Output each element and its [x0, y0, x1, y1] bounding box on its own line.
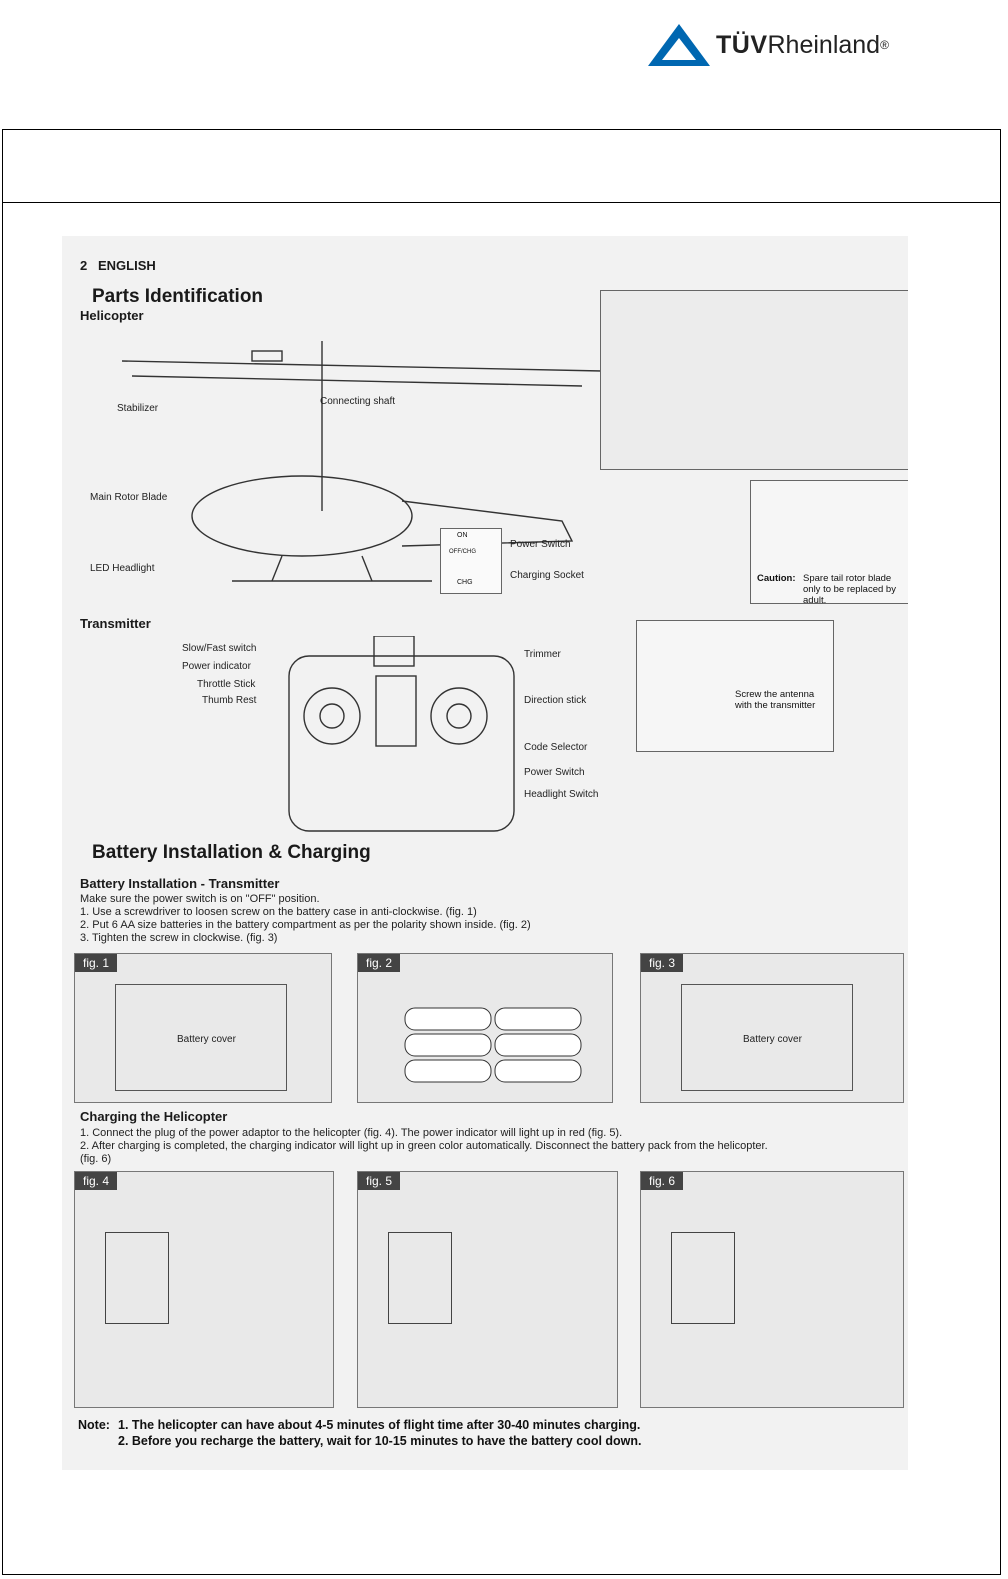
helicopter-heading: Helicopter	[80, 308, 144, 323]
label-thumb-rest: Thumb Rest	[202, 695, 257, 706]
install-heading: Battery Installation - Transmitter	[80, 876, 280, 891]
switch-off-label: OFF/CHG	[449, 549, 476, 555]
power-adaptor-shape	[671, 1232, 735, 1324]
battery-cover-shape	[115, 984, 287, 1091]
label-main-rotor: Main Rotor Blade	[90, 492, 168, 503]
install-step: Make sure the power switch is on "OFF" p…	[80, 893, 320, 905]
label-headlight-switch: Headlight Switch	[524, 789, 599, 800]
label-trimmer: Trimmer	[524, 649, 561, 660]
helicopter-diagram	[121, 341, 603, 582]
frame-header-cell	[3, 130, 1000, 203]
install-step: 3. Tighten the screw in clockwise. (fig.…	[80, 932, 278, 944]
logo-tuv: TÜV	[716, 30, 768, 59]
figure-1: fig. 1 Battery cover	[74, 953, 332, 1103]
manual-scan: 2 ENGLISH Parts Identification Helicopte…	[62, 236, 908, 1470]
label-power-indicator: Power indicator	[182, 661, 251, 672]
charging-step: 2. After charging is completed, the char…	[80, 1140, 768, 1152]
label-throttle: Throttle Stick	[197, 679, 256, 690]
note-label: Note:	[78, 1418, 110, 1432]
rotor-head-inset	[600, 290, 908, 470]
document-frame	[2, 129, 1001, 1575]
charging-steps: 1. Connect the plug of the power adaptor…	[80, 1127, 768, 1166]
label-power-switch-tx: Power Switch	[524, 767, 585, 778]
parts-title: Parts Identification	[92, 286, 264, 307]
tail-rotor-inset: Caution: Spare tail rotor blade only to …	[750, 480, 908, 606]
note-item-2: 2. Before you recharge the battery, wait…	[118, 1434, 642, 1448]
fig-1-tag: fig. 1	[75, 954, 118, 972]
label-led-headlight: LED Headlight	[90, 563, 155, 574]
switch-inset: ON OFF/CHG CHG	[440, 528, 502, 594]
label-stabilizer: Stabilizer	[117, 403, 159, 414]
battery-cover-label: Battery cover	[177, 1034, 236, 1045]
figure-2: fig. 2	[357, 953, 613, 1103]
label-slow-fast: Slow/Fast switch	[182, 643, 257, 654]
tuv-triangle-icon	[648, 24, 710, 66]
battery-title: Battery Installation & Charging	[92, 842, 371, 863]
charging-heading: Charging the Helicopter	[80, 1109, 228, 1124]
label-power-switch-heli: Power Switch	[510, 539, 571, 550]
transmitter-heading: Transmitter	[80, 616, 151, 631]
figure-5: fig. 5	[357, 1171, 618, 1408]
charging-step: 1. Connect the plug of the power adaptor…	[80, 1127, 623, 1139]
install-step: 2. Put 6 AA size batteries in the batter…	[80, 919, 531, 931]
fig-3-tag: fig. 3	[641, 954, 684, 972]
battery-cover-shape	[681, 984, 853, 1091]
label-direction-stick: Direction stick	[524, 695, 587, 706]
label-connecting-shaft: Connecting shaft	[320, 396, 396, 407]
antenna-inset: Screw the antenna with the transmitter	[636, 620, 834, 752]
fig-5-tag: fig. 5	[358, 1172, 401, 1190]
logo-reg: ®	[880, 38, 889, 52]
install-step: 1. Use a screwdriver to loosen screw on …	[80, 906, 477, 918]
power-adaptor-shape	[105, 1232, 169, 1324]
switch-on-label: ON	[457, 532, 468, 539]
fig-4-tag: fig. 4	[75, 1172, 118, 1190]
battery-cover-label: Battery cover	[743, 1034, 802, 1045]
caution-label: Caution:	[757, 573, 796, 584]
install-steps: Make sure the power switch is on "OFF" p…	[80, 893, 531, 945]
label-charging-socket: Charging Socket	[510, 570, 584, 581]
fig-2-tag: fig. 2	[358, 954, 401, 972]
switch-chg-label: CHG	[457, 579, 473, 586]
figure-6: fig. 6	[640, 1171, 904, 1408]
power-adaptor-shape	[388, 1232, 452, 1324]
figure-3: fig. 3 Battery cover	[640, 953, 904, 1103]
note-item-1: 1. The helicopter can have about 4-5 min…	[118, 1418, 641, 1432]
figure-4: fig. 4	[74, 1171, 334, 1408]
page-number: 2	[80, 258, 88, 273]
fig-6-tag: fig. 6	[641, 1172, 684, 1190]
battery-cells	[404, 1007, 582, 1083]
transmitter-diagram	[288, 636, 515, 832]
page-language: ENGLISH	[98, 258, 156, 273]
charging-step: (fig. 6)	[80, 1153, 112, 1165]
logo-rheinland: Rheinland	[767, 30, 881, 59]
label-antenna: Screw the antenna with the transmitter	[735, 689, 816, 711]
label-code-selector: Code Selector	[524, 742, 588, 753]
caution-text: Spare tail rotor blade only to be replac…	[803, 573, 896, 606]
